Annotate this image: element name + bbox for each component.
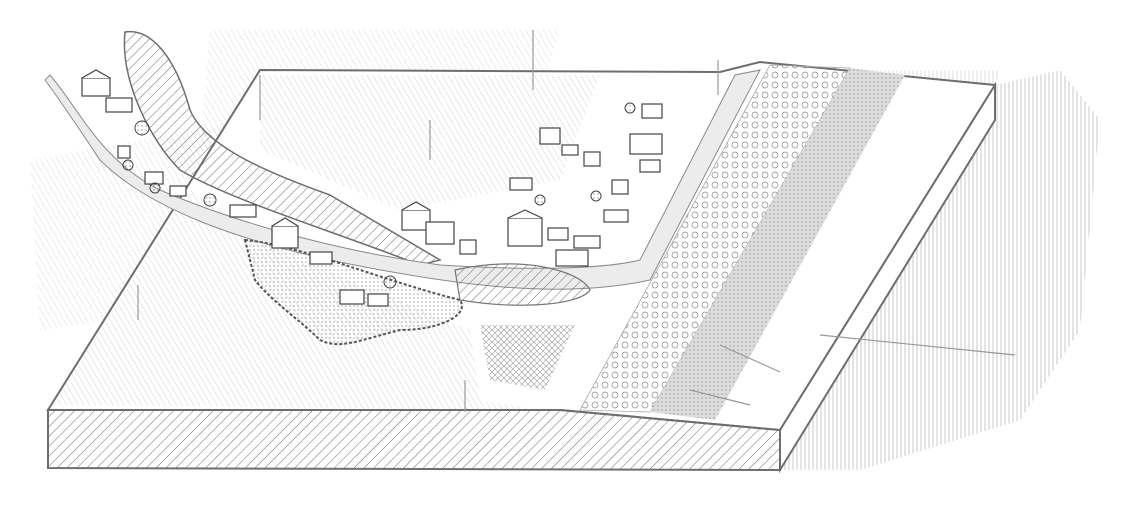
tree-icon	[203, 193, 217, 207]
tree-icon	[122, 159, 134, 171]
house-icon	[583, 151, 601, 167]
tree-icon	[134, 120, 150, 136]
house-icon	[169, 185, 187, 197]
house-icon	[547, 227, 569, 241]
houses	[81, 69, 663, 307]
house-icon	[509, 177, 533, 191]
house-icon	[603, 209, 629, 223]
house-icon	[573, 235, 601, 249]
house-icon	[555, 249, 589, 267]
tree-icon	[590, 190, 602, 202]
slab-side-face	[779, 81, 996, 474]
utility-poles	[137, 30, 1016, 412]
house-icon	[641, 103, 663, 119]
house-icon	[561, 144, 579, 156]
house-icon	[629, 133, 663, 155]
tree-icon	[149, 182, 161, 194]
house-icon	[425, 221, 455, 245]
house-icon	[271, 217, 299, 249]
trees	[122, 102, 636, 289]
house-icon	[309, 251, 333, 265]
pond	[454, 263, 591, 306]
house-icon	[507, 209, 543, 247]
house-icon	[117, 145, 131, 159]
house-icon	[105, 97, 133, 113]
tree-icon	[534, 194, 546, 206]
wetland	[480, 325, 575, 390]
house-icon	[81, 69, 111, 97]
house-icon	[459, 239, 477, 255]
house-icon	[144, 171, 164, 185]
house-icon	[339, 289, 365, 305]
house-icon	[539, 127, 561, 145]
river	[579, 64, 905, 420]
house-icon	[611, 179, 629, 195]
house-icon	[229, 204, 257, 218]
road	[44, 69, 761, 290]
tree-icon	[624, 102, 636, 114]
house-icon	[639, 159, 661, 173]
tree-icon	[383, 275, 397, 289]
house-icon	[401, 201, 431, 231]
house-icon	[367, 293, 389, 307]
